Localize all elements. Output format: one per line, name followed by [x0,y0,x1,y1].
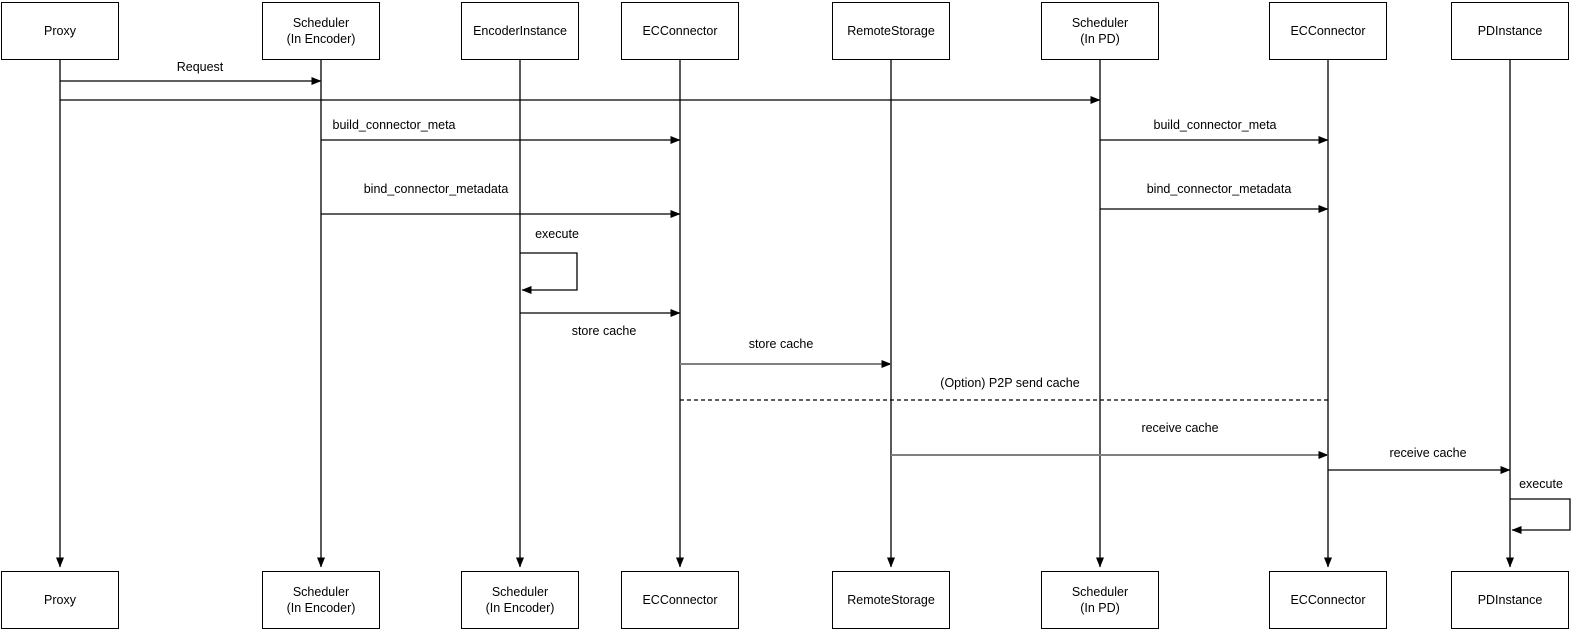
actor-box-top-proxy: Proxy [1,2,119,60]
actor-box-top-scheduler-pd: Scheduler (In PD) [1041,2,1159,60]
message-label: build_connector_meta [1151,118,1279,132]
actor-label: PDInstance [1477,23,1543,38]
self-message-label: execute [533,227,581,241]
actor-box-bottom-ecconnector-enc: ECConnector [621,571,739,629]
self-message-arrow [520,252,578,294]
actor-box-bottom-encoder-instance: Scheduler (In Encoder) [461,571,579,629]
actor-label: Scheduler (In Encoder) [286,584,356,615]
actor-label: ECConnector [642,592,718,607]
message-label: receive cache [1387,446,1469,460]
actor-label: ECConnector [1290,592,1366,607]
actor-box-bottom-pd-instance: PDInstance [1451,571,1569,629]
actor-box-top-pd-instance: PDInstance [1451,2,1569,60]
actor-label: Scheduler (In PD) [1071,584,1129,615]
actor-label: Proxy [44,592,76,607]
message-label: (Option) P2P send cache [938,376,1082,390]
message-label: Request [174,60,226,74]
message-label: bind_connector_metadata [361,182,511,196]
message-label: bind_connector_metadata [1144,182,1294,196]
actor-label: PDInstance [1477,592,1543,607]
actor-box-bottom-proxy: Proxy [1,571,119,629]
actor-box-top-remote-storage: RemoteStorage [832,2,950,60]
actor-label: Proxy [44,23,76,38]
actor-box-top-ecconnector-enc: ECConnector [621,2,739,60]
message-label: store cache [746,337,816,351]
actor-box-bottom-remote-storage: RemoteStorage [832,571,950,629]
message-label: build_connector_meta [330,118,458,132]
actor-label: EncoderInstance [473,23,567,38]
message-label: receive cache [1139,421,1221,435]
actor-label: Scheduler (In Encoder) [286,15,356,46]
actor-box-top-scheduler-encoder: Scheduler (In Encoder) [262,2,380,60]
actor-box-bottom-scheduler-encoder: Scheduler (In Encoder) [262,571,380,629]
actor-label: RemoteStorage [847,23,935,38]
actor-box-top-ecconnector-pd: ECConnector [1269,2,1387,60]
actor-box-top-encoder-instance: EncoderInstance [461,2,579,60]
actor-label: RemoteStorage [847,592,935,607]
actor-label: ECConnector [642,23,718,38]
message-label: store cache [569,324,639,338]
actor-box-bottom-ecconnector-pd: ECConnector [1269,571,1387,629]
self-message-arrow [1510,498,1571,534]
actor-label: ECConnector [1290,23,1366,38]
actor-label: Scheduler (In Encoder) [485,584,555,615]
actor-box-bottom-scheduler-pd: Scheduler (In PD) [1041,571,1159,629]
actor-label: Scheduler (In PD) [1071,15,1129,46]
self-message-label: execute [1517,477,1565,491]
